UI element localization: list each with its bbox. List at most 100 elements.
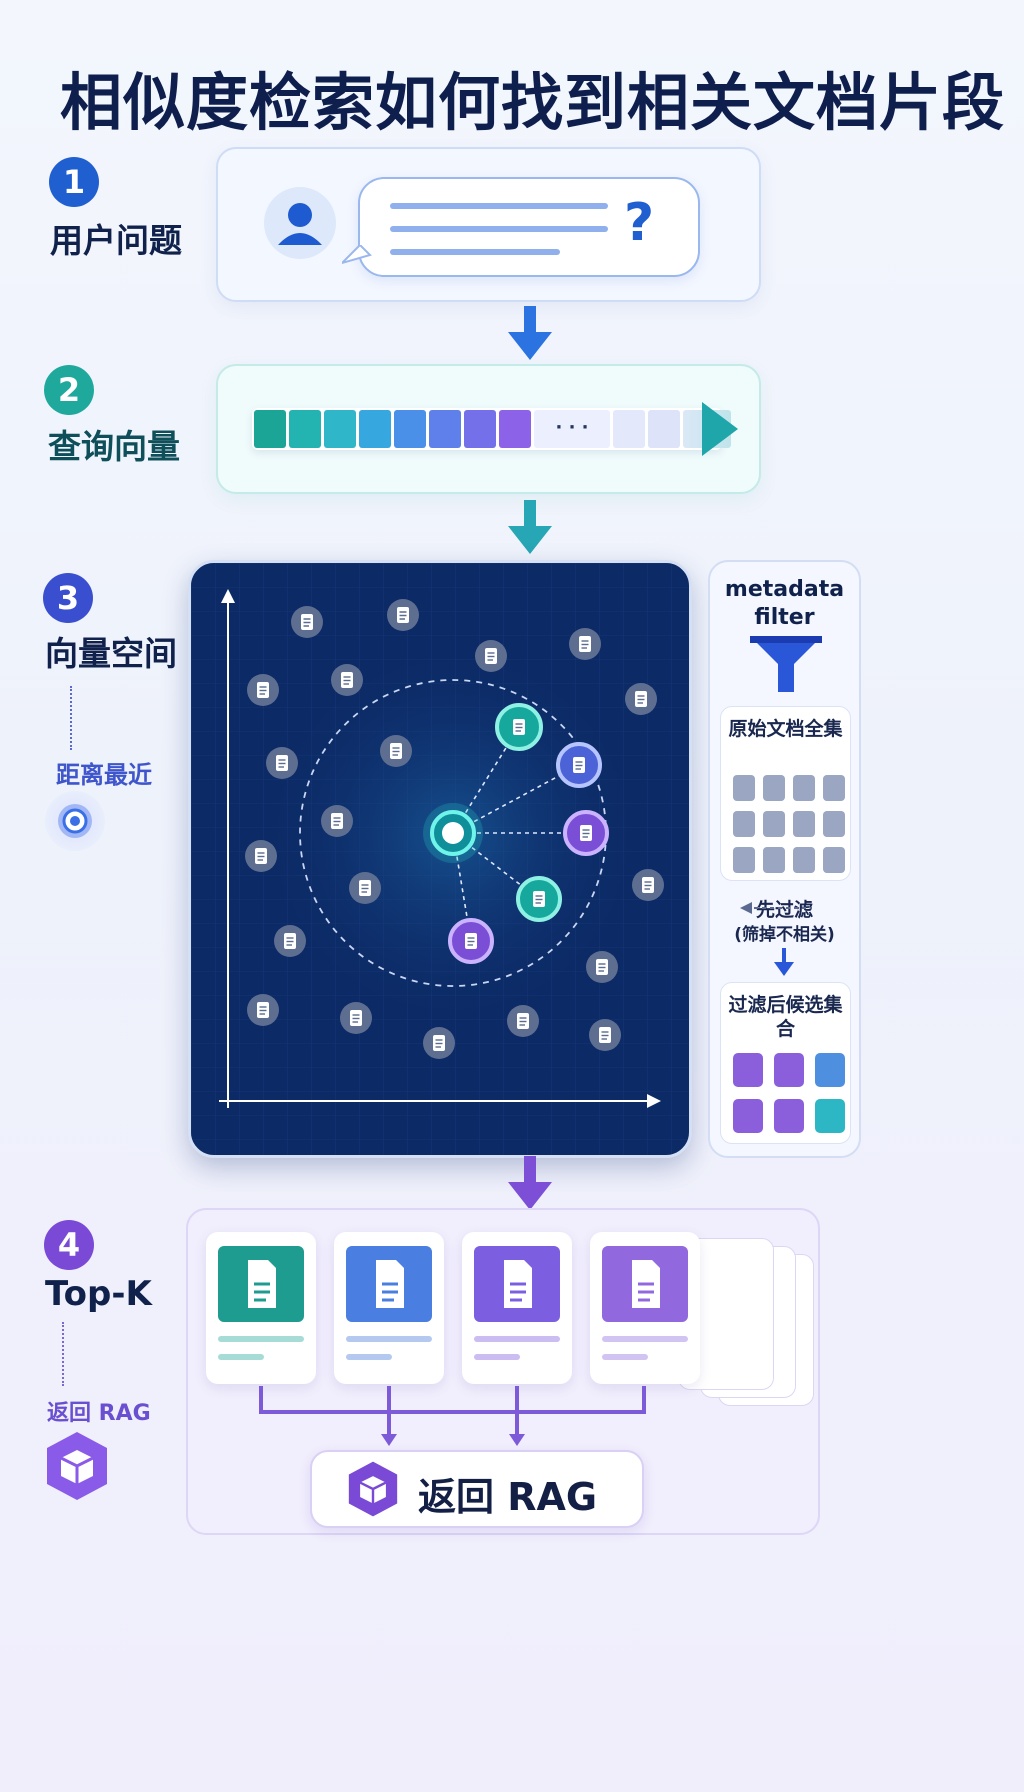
query-point <box>423 803 483 863</box>
filtered-candidates-label: 过滤后候选集合 <box>728 994 843 1040</box>
flow-arrow-down <box>508 1156 552 1210</box>
vector-cell <box>289 410 321 448</box>
cube-icon <box>47 1432 107 1500</box>
return-rag-button[interactable]: 返回 RAG <box>310 1450 644 1528</box>
document-point <box>340 1002 372 1034</box>
document-point <box>380 735 412 767</box>
document-icon <box>774 1053 804 1087</box>
vector-cell <box>324 410 356 448</box>
document-icon <box>774 1099 804 1133</box>
return-rag-small-label: 返回 RAG <box>47 1401 151 1426</box>
document-icon <box>793 775 815 801</box>
document-icon <box>733 775 755 801</box>
text-line <box>602 1336 688 1342</box>
vector-cell <box>359 410 391 448</box>
document-icon <box>815 1099 845 1133</box>
document-point <box>475 640 507 672</box>
result-card <box>462 1232 572 1384</box>
all-documents-box: 原始文档全集 <box>720 706 851 881</box>
metadata-filter-title: metadata filter <box>724 577 845 630</box>
all-documents-grid <box>733 775 845 873</box>
funnel-icon <box>750 636 822 692</box>
document-icon <box>823 775 845 801</box>
document-icon <box>823 811 845 837</box>
text-line <box>346 1336 432 1342</box>
vector-space-panel <box>188 560 692 1158</box>
document-icon <box>793 811 815 837</box>
result-card <box>590 1232 700 1384</box>
neighbor-document-point <box>516 876 562 922</box>
neighbor-document-point <box>448 918 494 964</box>
document-icon <box>474 1246 560 1322</box>
document-point <box>586 951 618 983</box>
step-1-label: 用户问题 <box>50 221 182 260</box>
step-4-label: Top-K <box>45 1274 152 1314</box>
document-icon <box>218 1246 304 1322</box>
vector-cell <box>464 410 496 448</box>
flow-arrow-down <box>508 500 552 554</box>
document-icon <box>602 1246 688 1322</box>
dotted-connector <box>70 686 74 750</box>
text-line <box>218 1354 264 1360</box>
document-icon <box>763 847 785 873</box>
vector-cell <box>394 410 426 448</box>
document-icon <box>733 811 755 837</box>
step-2-badge: 2 <box>44 365 94 415</box>
document-point <box>247 674 279 706</box>
step-4-badge: 4 <box>44 1220 94 1270</box>
vector-cells: · · · <box>254 410 731 448</box>
step-3-label: 向量空间 <box>45 634 177 673</box>
step-1-badge: 1 <box>49 157 99 207</box>
document-point <box>569 628 601 660</box>
merge-connector-lines <box>259 1386 646 1446</box>
document-point <box>632 869 664 901</box>
text-line <box>602 1354 648 1360</box>
document-icon <box>763 775 785 801</box>
document-point <box>274 925 306 957</box>
vector-arrow-head <box>702 402 738 456</box>
document-point <box>247 994 279 1026</box>
question-mark-icon: ? <box>624 193 655 253</box>
vector-ellipsis: · · · <box>534 410 610 448</box>
target-icon <box>45 791 105 851</box>
dotted-connector <box>62 1322 66 1386</box>
document-point <box>423 1027 455 1059</box>
prefilter-note: (筛掉不相关) <box>734 925 835 945</box>
vector-cell <box>429 410 461 448</box>
bubble-tail <box>342 245 372 265</box>
text-line <box>390 226 608 232</box>
document-point <box>349 872 381 904</box>
document-icon <box>793 847 815 873</box>
flow-arrow-down <box>508 306 552 360</box>
vector-cell <box>613 410 645 448</box>
document-point <box>625 683 657 715</box>
return-rag-button-label: 返回 RAG <box>418 1475 598 1519</box>
neighbor-document-point <box>556 742 602 788</box>
step-2-label: 查询向量 <box>48 427 180 466</box>
step-3-badge: 3 <box>43 573 93 623</box>
text-line <box>390 203 608 209</box>
document-icon <box>733 847 755 873</box>
vector-cell <box>648 410 680 448</box>
document-point <box>589 1019 621 1051</box>
document-icon <box>733 1099 763 1133</box>
prefilter-label: 先过滤 <box>755 899 813 921</box>
document-icon <box>815 1053 845 1087</box>
nearest-distance-label: 距离最近 <box>56 761 152 789</box>
vector-cell <box>499 410 531 448</box>
document-point <box>321 805 353 837</box>
query-vector-panel: · · · <box>216 364 761 494</box>
cube-icon <box>348 1461 398 1517</box>
text-line <box>218 1336 304 1342</box>
neighbor-document-point <box>563 810 609 856</box>
user-avatar-icon <box>264 187 336 259</box>
text-line <box>390 249 560 255</box>
vector-cell <box>254 410 286 448</box>
all-documents-label: 原始文档全集 <box>728 718 843 740</box>
document-point <box>507 1005 539 1037</box>
document-point <box>387 599 419 631</box>
text-line <box>474 1354 520 1360</box>
vector-space-plot <box>191 563 689 1155</box>
document-icon <box>763 811 785 837</box>
user-question-panel: ? <box>216 147 761 302</box>
